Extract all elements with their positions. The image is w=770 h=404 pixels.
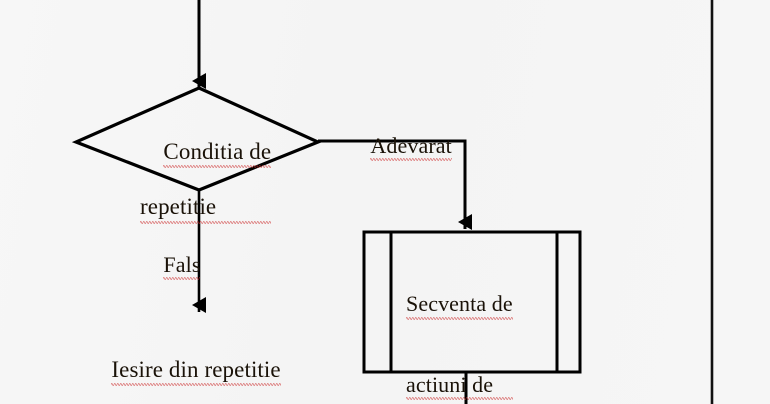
true-branch-label: Adevarat — [348, 107, 453, 184]
subroutine-label-line1-wrap: Secventa de — [406, 291, 513, 320]
exit-label-text: Iesire din repetitie — [111, 356, 282, 386]
true-branch-label-text: Adevarat — [370, 132, 453, 161]
subroutine-label-line2-wrap: actiuni de — [406, 372, 513, 400]
decision-label-line1: Conditia de — [163, 138, 272, 168]
exit-label: Iesire din repetitie — [88, 330, 282, 404]
decision-label-line2: repetitie — [140, 194, 272, 224]
subroutine-label-line1: Secventa de — [406, 291, 513, 320]
edge-true-branch — [318, 139, 472, 230]
subroutine-label: Secventa de actiuni de repetat — [406, 240, 513, 404]
false-branch-label: Fals — [141, 226, 201, 303]
false-branch-label-text: Fals — [163, 251, 201, 280]
subroutine-box-outline — [362, 230, 582, 374]
subroutine-label-line2: actiuni de — [406, 372, 513, 400]
top-cut-text: ia — [222, 0, 234, 6]
decision-label: Conditia de repetitie — [140, 112, 272, 274]
